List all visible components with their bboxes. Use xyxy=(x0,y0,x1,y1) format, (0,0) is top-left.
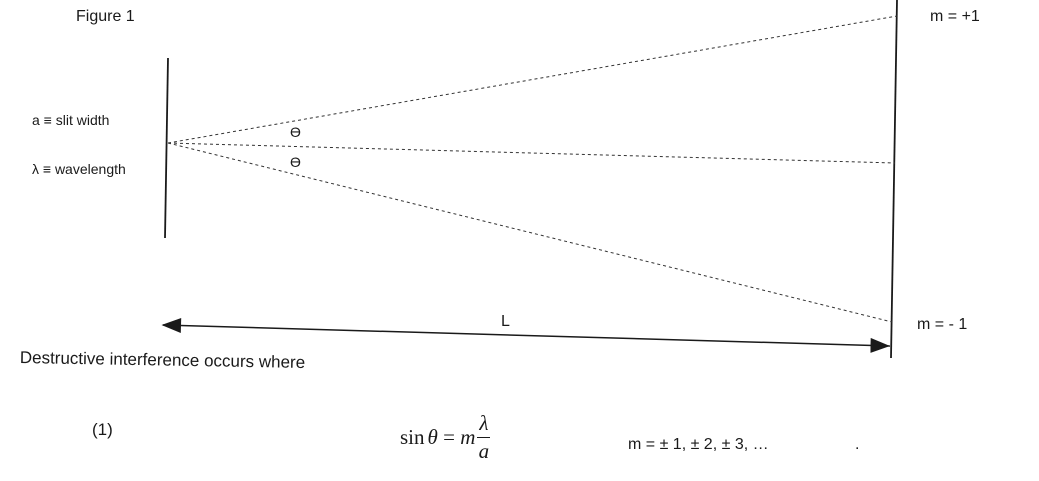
formula-theta: θ xyxy=(427,425,438,449)
angle-label-upper: ϴ xyxy=(290,124,301,140)
trailing-dot: . xyxy=(855,436,860,453)
formula-numerator: λ xyxy=(477,413,491,438)
distance-arrow xyxy=(161,318,891,353)
ray-center xyxy=(167,142,896,164)
formula-fraction: λ a xyxy=(477,413,491,463)
formula-equals: = xyxy=(437,425,461,449)
order-values: m = ± 1, ± 2, ± 3, … xyxy=(628,436,769,453)
distance-label: L xyxy=(501,313,510,330)
order-label-bottom: m = - 1 xyxy=(917,316,968,333)
formula-denominator: a xyxy=(478,439,490,463)
ray-upper xyxy=(167,15,898,144)
formula-m: m xyxy=(460,425,476,449)
figure-title: Figure 1 xyxy=(76,8,135,25)
angle-label-lower: ϴ xyxy=(290,154,301,170)
order-label-top: m = +1 xyxy=(930,8,980,25)
wavelength-definition: λ ≡ wavelength xyxy=(32,161,126,177)
slit-width-definition: a ≡ slit width xyxy=(32,112,110,128)
viewing-screen xyxy=(890,0,898,359)
ray-lower xyxy=(167,142,893,323)
slit-barrier xyxy=(164,57,169,239)
formula-sin: sin xyxy=(400,425,425,449)
minima-formula: sin θ = m λ a xyxy=(400,413,491,463)
equation-number: (1) xyxy=(92,420,113,439)
